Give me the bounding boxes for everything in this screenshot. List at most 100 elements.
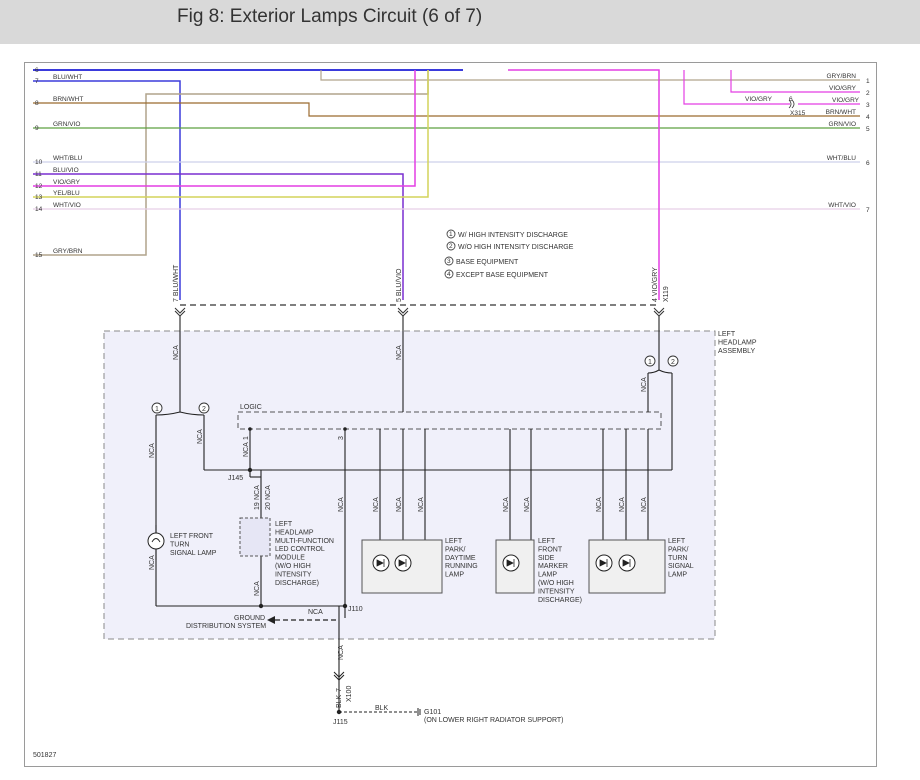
left-pin-wire-label: VIO/GRY [53, 179, 81, 186]
right-pin-wire-label: GRY/BRN [827, 73, 857, 80]
svg-text:1: 1 [449, 231, 453, 238]
left-pin-number: 14 [35, 206, 43, 213]
svg-text:4: 4 [447, 271, 451, 278]
left-pin-number: 12 [35, 183, 43, 190]
nca-label: NCA [254, 581, 261, 596]
connector-label-vio-gry: 4 VIO/GRY [652, 267, 659, 302]
park-drl-lamp-label: PARK/ [445, 546, 466, 553]
legend-symbols [444, 229, 456, 279]
junction-j115: J115 [333, 719, 348, 726]
x315-pin: 6 [789, 96, 793, 103]
svg-text:2: 2 [449, 243, 453, 250]
park-turn-lamp-label: PARK/ [668, 546, 689, 553]
park-drl-lamp-label: RUNNING [445, 563, 478, 570]
right-pin-number: 7 [866, 207, 870, 214]
park-drl-lamp-label: DAYTIME [445, 555, 476, 562]
connector-label-blu-wht: 7 BLU/WHT [173, 264, 180, 302]
side-marker-lamp-label: INTENSITY [538, 588, 575, 595]
park-drl-lamp-label: LEFT [445, 538, 463, 545]
nca-label: NCA [338, 645, 345, 660]
right-pin-wire-label: GRN/VIO [829, 121, 856, 128]
ground-symbol-icon [417, 708, 421, 716]
legend-numbers: 1 2 3 4 [447, 231, 453, 278]
right-pin-number: 2 [866, 90, 870, 97]
ground-wire-blk: BLK [336, 694, 343, 708]
junction-dots [247, 427, 348, 715]
ground-arrows [333, 671, 345, 681]
logic-box [237, 411, 662, 430]
wire-blu-wht [33, 80, 181, 300]
nca-label: NCA [265, 485, 272, 500]
legend: W/ HIGH INTENSITY DISCHARGE W/O HIGH INT… [456, 232, 574, 279]
left-pin-wire-label: GRN/VIO [53, 121, 80, 128]
legend-item: W/O HIGH INTENSITY DISCHARGE [458, 244, 574, 251]
park-turn-lamp-label: TURN [668, 555, 687, 562]
page-title: Fig 8: Exterior Lamps Circuit (6 of 7) [177, 6, 483, 27]
bulb-filament-icon [151, 538, 161, 543]
right-pin-number: 1 [866, 78, 870, 85]
left-pin-number: 13 [35, 194, 43, 201]
headlamp-assembly-label: ASSEMBLY [718, 348, 756, 355]
left-pin-number: 8 [35, 100, 39, 107]
turn-lamp-label: LEFT FRONT [170, 533, 214, 540]
ground-system-label-2: DISTRIBUTION SYSTEM [186, 623, 266, 630]
junction-j110: J110 [348, 606, 363, 613]
side-marker-lamp-label: LAMP [538, 572, 557, 579]
x315-connector: X315 [790, 110, 806, 117]
left-pin-wire-label: YEL/BLU [53, 190, 80, 197]
diagram-frame [24, 62, 877, 767]
left-pin-wire-label: GRY/BRN [53, 248, 83, 255]
right-pin-number: 6 [866, 160, 870, 167]
logic-pin-3: 3 [338, 436, 345, 440]
wire-vio-gry [730, 70, 860, 93]
park-drl-lamp-label: LAMP [445, 572, 464, 579]
ground-wire-blk-h: BLK [375, 705, 389, 712]
left-pin-wire-label: BLU/VIO [53, 167, 79, 174]
nca-label: NCA [418, 497, 425, 512]
nca-label: NCA [619, 497, 626, 512]
led-module-label: LEFT [275, 521, 293, 528]
ground-system-label-1: GROUND [234, 615, 265, 622]
nca-label: NCA [503, 497, 510, 512]
nca-label: NCA [396, 345, 403, 360]
left-pin-wire-label: BRN/WHT [53, 96, 83, 103]
left-pin-wire-label: BLU/WHT [53, 74, 82, 81]
side-marker-lamp-label: DISCHARGE) [538, 597, 582, 604]
right-pin-number: 4 [866, 114, 870, 121]
side-marker-lamp-label: SIDE [538, 555, 555, 562]
led-symbol-icons [376, 559, 631, 567]
left-pin-wire-label: WHT/VIO [53, 202, 81, 209]
right-pin-wire-label: BRN/WHT [826, 109, 856, 116]
led-module-box [239, 517, 271, 557]
circle-number: 1 [648, 359, 652, 366]
branch-circles [151, 355, 679, 414]
figure-id: 501827 [33, 752, 56, 759]
turn-lamp-bulb-icon [147, 532, 165, 550]
ground-arrow-icon [267, 616, 275, 624]
g101-location: (ON LOWER RIGHT RADIATOR SUPPORT) [424, 717, 564, 724]
left-pin-number: 15 [35, 252, 43, 259]
led-module-label: MULTI-FUNCTION [275, 538, 334, 545]
nca-label: NCA [149, 555, 156, 570]
park-turn-lamp-label: SIGNAL [668, 563, 694, 570]
nca-label: NCA [373, 497, 380, 512]
headlamp-assembly-label: HEADLAMP [718, 339, 757, 346]
wire-vio-gry [508, 69, 660, 300]
junction-j145: J145 [228, 475, 243, 482]
right-pin-wire-label: VIO/GRY [832, 97, 860, 104]
nca-label: NCA [149, 443, 156, 458]
led-module-label: LED CONTROL [275, 546, 325, 553]
nca-label: NCA [641, 377, 648, 392]
g101-label: G101 [424, 709, 441, 716]
led-module-label: HEADLAMP [275, 529, 314, 536]
module-pin-19: 19 [254, 502, 261, 510]
nca-label: NCA [173, 345, 180, 360]
left-pin-wire-label: WHT/BLU [53, 155, 83, 162]
right-pin-wire-label: WHT/BLU [827, 155, 857, 162]
led-module-label: INTENSITY [275, 571, 312, 578]
right-pin-number: 3 [866, 102, 870, 109]
connector-x100: X100 [346, 686, 353, 702]
side-marker-lamp-label: (W/O HIGH [538, 580, 574, 587]
legend-item: BASE EQUIPMENT [456, 259, 519, 266]
